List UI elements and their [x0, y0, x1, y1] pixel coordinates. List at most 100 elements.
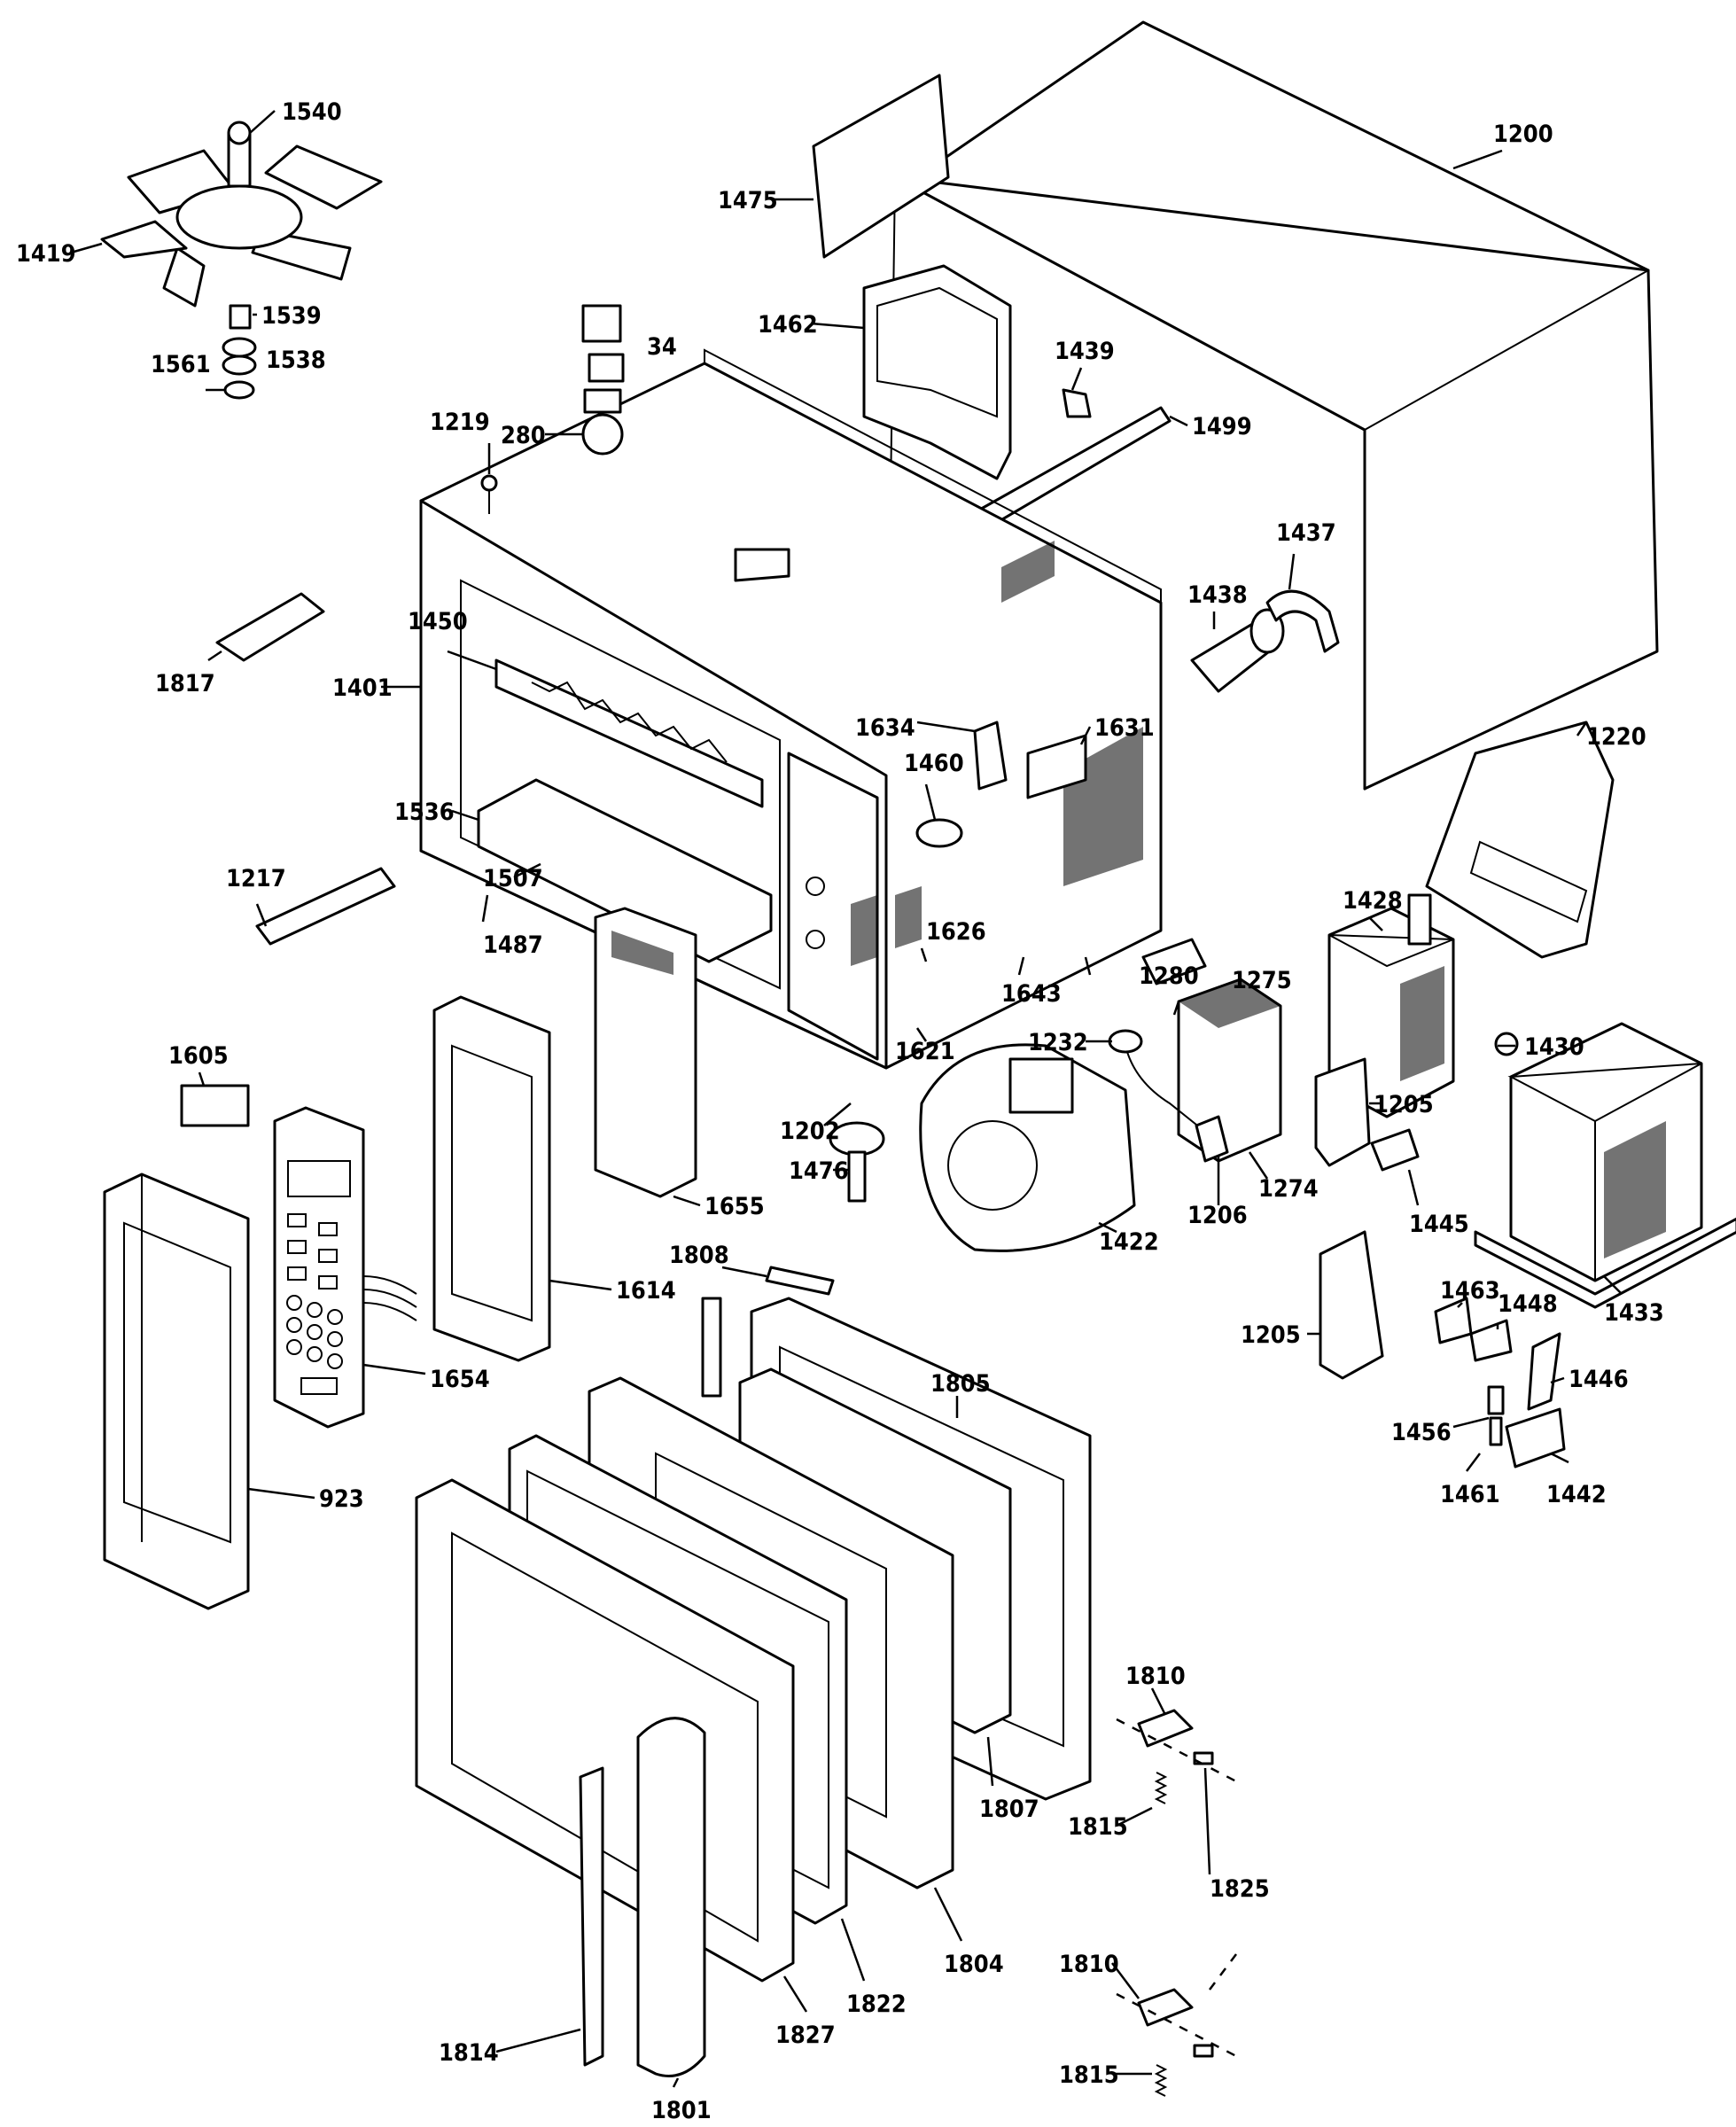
- label-1475: 1475: [718, 187, 778, 214]
- label-1561: 1561: [151, 351, 211, 378]
- capacitor-clip-part: [1265, 589, 1340, 653]
- label-1219: 1219: [430, 409, 490, 436]
- label-1442: 1442: [1546, 1481, 1607, 1508]
- label-1461: 1461: [1440, 1481, 1500, 1508]
- control-housing-part: [103, 1173, 250, 1610]
- label-1476: 1476: [789, 1157, 849, 1185]
- relay-part: [1026, 734, 1087, 799]
- label-1815b: 1815: [1059, 2061, 1119, 2089]
- choke-strip-part: [701, 1266, 835, 1398]
- label-1621: 1621: [895, 1038, 955, 1065]
- label-34: 34: [647, 333, 677, 361]
- label-1822: 1822: [846, 1991, 907, 2018]
- label-1275: 1275: [1232, 967, 1292, 994]
- label-1202: 1202: [780, 1118, 840, 1145]
- label-1814: 1814: [439, 2039, 499, 2067]
- label-1631: 1631: [1094, 714, 1155, 742]
- label-1217: 1217: [226, 865, 286, 892]
- pin-part: [1193, 1751, 1214, 2058]
- label-1463: 1463: [1440, 1277, 1500, 1305]
- label-1507: 1507: [483, 865, 543, 892]
- label-1462: 1462: [758, 311, 818, 339]
- door-latch-lower-part: [1137, 1988, 1194, 2027]
- label-1401: 1401: [332, 674, 393, 702]
- label-1433: 1433: [1604, 1299, 1664, 1327]
- label-1499: 1499: [1192, 413, 1252, 440]
- label-1487: 1487: [483, 931, 543, 959]
- label-1205a: 1205: [1374, 1091, 1434, 1118]
- label-923: 923: [319, 1485, 364, 1513]
- label-1825: 1825: [1210, 1875, 1270, 1903]
- label-1460: 1460: [904, 750, 964, 777]
- secondary-switch-part: [1469, 1319, 1513, 1362]
- switch-holder-upper-part: [1314, 1057, 1371, 1167]
- label-1810a: 1810: [1125, 1663, 1186, 1690]
- label-1437: 1437: [1276, 519, 1336, 547]
- fan-motor-part: [919, 1043, 1136, 1252]
- door-latch-upper-part: [1137, 1709, 1194, 1748]
- label-1655: 1655: [705, 1193, 765, 1220]
- capacitor-part: [1190, 608, 1285, 693]
- label-1805: 1805: [930, 1370, 991, 1398]
- monitor-switch-part: [1434, 1297, 1473, 1344]
- label-1446: 1446: [1569, 1366, 1629, 1393]
- filter-part: [1177, 978, 1282, 1163]
- control-board-part: [594, 907, 697, 1198]
- fan-duct-part: [1425, 721, 1615, 959]
- label-1220: 1220: [1586, 723, 1646, 751]
- label-1450: 1450: [408, 608, 468, 635]
- label-280: 280: [501, 422, 546, 449]
- label-1634: 1634: [855, 714, 915, 742]
- keypad-grid: [286, 1213, 343, 1395]
- label-1419: 1419: [16, 240, 76, 268]
- tray-part: [477, 778, 773, 963]
- label-1539: 1539: [261, 302, 322, 330]
- thermostat-part: [915, 818, 963, 848]
- control-panel-part: [273, 1106, 417, 1429]
- label-1232: 1232: [1028, 1029, 1088, 1056]
- switch-holder-lower-part: [1319, 1230, 1384, 1380]
- label-1808: 1808: [669, 1242, 729, 1269]
- door-trim-1814-part: [579, 1766, 604, 2067]
- access-panel-part: [812, 74, 950, 259]
- label-1274: 1274: [1258, 1175, 1319, 1203]
- spring-part: [1154, 1772, 1168, 2097]
- hv-transformer-part: [1474, 1022, 1736, 1309]
- interlock-switch-part: [1370, 1128, 1420, 1172]
- lever-part: [1505, 1407, 1566, 1469]
- display-window-part: [180, 1084, 250, 1127]
- label-1205b: 1205: [1241, 1321, 1301, 1349]
- label-1817: 1817: [155, 670, 215, 697]
- air-duct-part: [862, 264, 1012, 480]
- label-1538: 1538: [266, 347, 326, 374]
- label-1643: 1643: [1001, 980, 1062, 1008]
- latch-switch-part: [1527, 1332, 1561, 1411]
- label-1448: 1448: [1498, 1290, 1558, 1318]
- lamp-socket-part: [581, 304, 625, 456]
- oven-cavity-part: [419, 348, 1163, 1070]
- label-1280: 1280: [1139, 962, 1199, 990]
- label-1200: 1200: [1493, 121, 1553, 148]
- label-1810b: 1810: [1059, 1951, 1119, 1978]
- label-1438: 1438: [1187, 581, 1248, 609]
- label-1804: 1804: [944, 1951, 1004, 1978]
- label-1654: 1654: [430, 1366, 490, 1393]
- thermal-cutout-part: [1494, 1032, 1519, 1056]
- label-1827: 1827: [775, 2022, 836, 2049]
- label-1605: 1605: [168, 1042, 229, 1070]
- label-1430: 1430: [1524, 1033, 1584, 1061]
- label-1422: 1422: [1099, 1228, 1159, 1256]
- label-1439: 1439: [1055, 338, 1115, 365]
- fan-blade-part: [100, 121, 383, 400]
- label-1626: 1626: [926, 918, 986, 946]
- switch-part: [973, 721, 1008, 791]
- label-1428: 1428: [1343, 887, 1403, 915]
- hinge-lower-part: [255, 867, 396, 946]
- label-1807: 1807: [979, 1796, 1039, 1823]
- foot-part: [829, 1121, 885, 1203]
- screw-part: [480, 474, 498, 514]
- label-1801: 1801: [651, 2097, 712, 2124]
- label-1536: 1536: [394, 799, 455, 826]
- label-1614: 1614: [616, 1277, 676, 1305]
